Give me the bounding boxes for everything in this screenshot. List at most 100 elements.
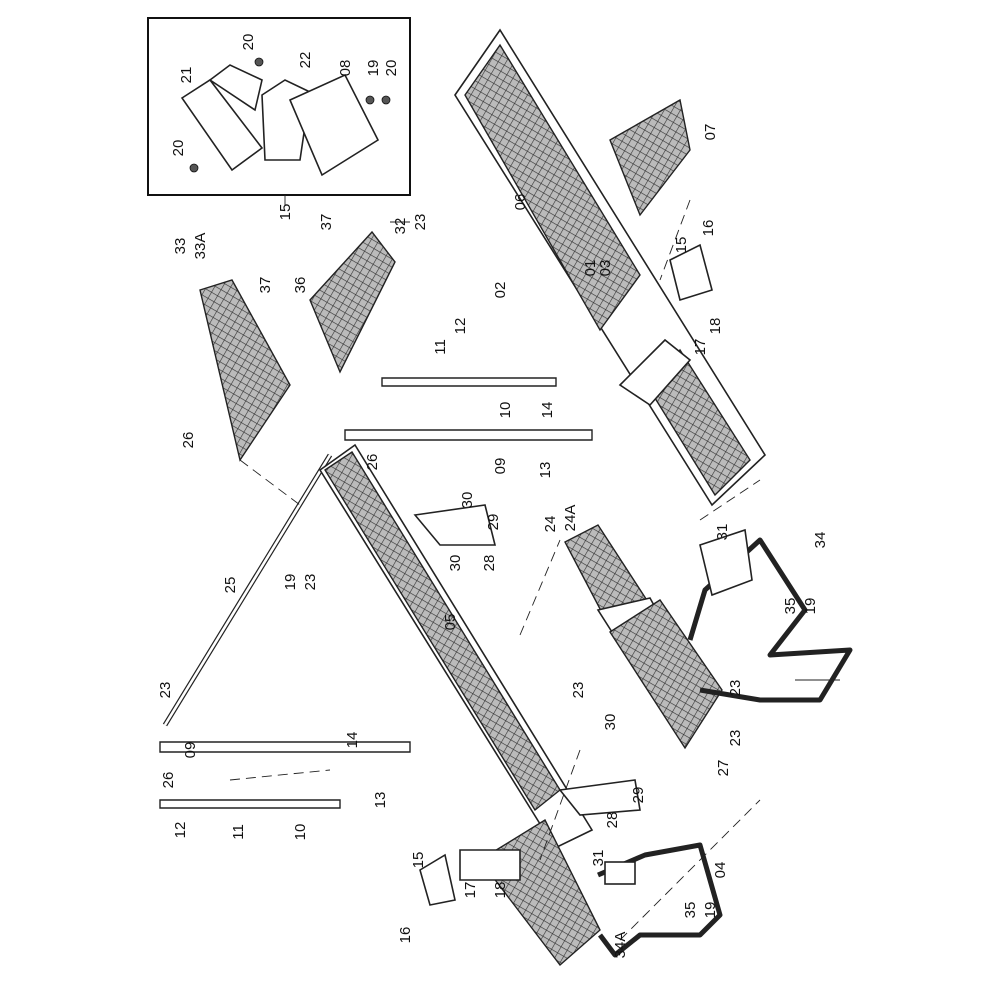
- label-33A: 33A: [192, 233, 209, 260]
- label-30: 30: [459, 492, 476, 509]
- label-30: 30: [602, 714, 619, 731]
- label-23: 23: [302, 574, 319, 591]
- label-24: 24: [542, 516, 559, 533]
- label-12: 12: [452, 318, 469, 335]
- label-19: 19: [282, 574, 299, 591]
- panel-36: [309, 230, 396, 374]
- assembly-line: [229, 769, 761, 941]
- label-10: 10: [497, 402, 514, 419]
- panel-33: [199, 279, 291, 462]
- label-29: 29: [630, 787, 647, 804]
- label-09: 09: [492, 458, 509, 475]
- label-31: 31: [714, 524, 731, 541]
- callout-labels: 20 21 22 08 19 20 20 15 33 33A 37 32 23 …: [157, 34, 829, 959]
- label-29: 29: [485, 514, 502, 531]
- handle-34A: [597, 842, 723, 958]
- step-24A-lower: [609, 599, 723, 750]
- clamp-15-lower: [419, 853, 456, 906]
- washer-icon: [365, 95, 375, 105]
- label-13: 13: [537, 462, 554, 479]
- label-11: 11: [230, 824, 247, 840]
- label-05: 05: [442, 614, 459, 631]
- label-32: 32: [392, 218, 409, 235]
- bar-25-inner: [163, 454, 332, 726]
- label-13: 13: [372, 792, 389, 809]
- label-27: 27: [715, 760, 732, 777]
- label-02: 02: [492, 282, 509, 299]
- label-19: 19: [365, 60, 382, 77]
- label-06: 06: [512, 194, 529, 211]
- label-26: 26: [160, 772, 177, 789]
- label-18: 18: [707, 318, 724, 335]
- label-22: 22: [297, 52, 314, 69]
- bracket-21: [180, 78, 264, 172]
- label-14: 14: [539, 402, 556, 419]
- panel-07: [609, 98, 691, 217]
- label-35: 35: [782, 598, 799, 615]
- label-28: 28: [481, 555, 498, 572]
- label-19: 19: [802, 598, 819, 615]
- label-17: 17: [462, 882, 479, 899]
- hitch-mount: [618, 338, 692, 407]
- label-17: 17: [692, 339, 709, 356]
- label-23: 23: [570, 682, 587, 699]
- label-20: 20: [240, 34, 257, 51]
- inset-detail: [147, 17, 411, 205]
- label-37: 37: [257, 277, 274, 294]
- label-24A: 24A: [562, 505, 579, 532]
- label-20: 20: [170, 140, 187, 157]
- label-14: 14: [344, 732, 361, 749]
- bar-09-lower: [159, 741, 411, 753]
- label-26: 26: [364, 454, 381, 471]
- nut-icon: [189, 163, 199, 173]
- label-20: 20: [383, 60, 400, 77]
- nut-icon: [254, 57, 264, 67]
- label-04: 04: [712, 862, 729, 879]
- bar-09-upper: [344, 429, 593, 441]
- bracket-lower: [558, 779, 641, 816]
- label-23: 23: [157, 682, 174, 699]
- label-15: 15: [673, 237, 690, 254]
- assembly-line: [519, 539, 581, 861]
- label-35: 35: [682, 902, 699, 919]
- assembly-line: [239, 459, 301, 506]
- clamp-15-upper: [669, 243, 713, 302]
- plate-08: [288, 73, 380, 177]
- label-36: 36: [292, 277, 309, 294]
- label-19: 19: [702, 902, 719, 919]
- label-21: 21: [178, 67, 195, 84]
- label-12: 12: [172, 822, 189, 839]
- label-25: 25: [222, 577, 239, 594]
- light-31-lower: [604, 861, 636, 885]
- label-07: 07: [702, 124, 719, 141]
- label-15: 15: [277, 204, 294, 221]
- label-03: 03: [597, 260, 614, 277]
- assembly-line: [659, 199, 761, 521]
- label-26: 26: [180, 432, 197, 449]
- label-16: 16: [700, 220, 717, 237]
- label-34A: 34A: [612, 932, 629, 959]
- label-18: 18: [492, 882, 509, 899]
- label-23: 23: [727, 680, 744, 697]
- label-23: 23: [412, 214, 429, 231]
- label-11: 11: [432, 339, 449, 355]
- label-28: 28: [604, 812, 621, 829]
- light-31-upper: [699, 528, 753, 597]
- label-30: 30: [447, 555, 464, 572]
- label-09: 09: [182, 742, 199, 759]
- hitch-receiver: [459, 849, 521, 881]
- label-08: 08: [337, 60, 354, 77]
- label-01: 01: [582, 260, 599, 277]
- leader-line: [390, 221, 840, 681]
- panel-06-grating: [464, 43, 641, 332]
- bracket-upper: [413, 504, 497, 546]
- label-33: 33: [172, 238, 189, 255]
- label-31: 31: [590, 850, 607, 867]
- bar-10-lower: [159, 799, 341, 809]
- label-16: 16: [397, 927, 414, 944]
- label-23: 23: [727, 730, 744, 747]
- label-34: 34: [812, 532, 829, 549]
- label-15: 15: [410, 852, 427, 869]
